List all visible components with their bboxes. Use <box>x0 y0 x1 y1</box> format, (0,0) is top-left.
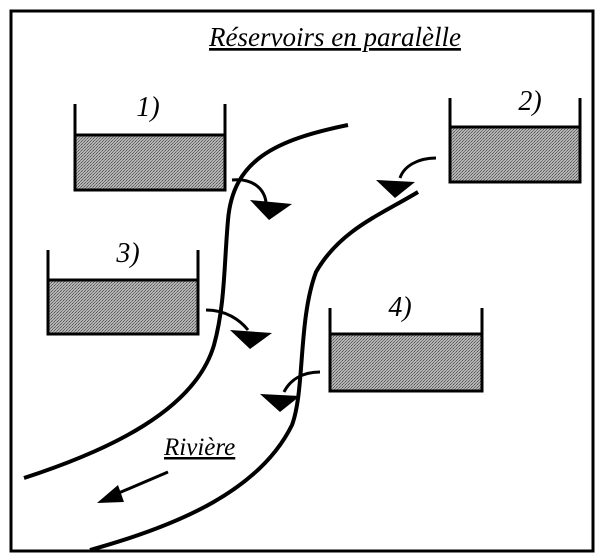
arrow-stem <box>282 370 321 393</box>
arrow-head <box>376 180 415 198</box>
outflow-arrow-2 <box>376 156 437 198</box>
reservoir-tank <box>73 104 227 192</box>
reservoir-3: 3) <box>46 238 200 336</box>
reservoir-water <box>450 127 580 181</box>
arrow-stem <box>231 178 268 203</box>
reservoir-label: 2) <box>518 86 541 117</box>
arrow-stem <box>398 156 437 179</box>
outflow-arrow-1 <box>231 178 292 220</box>
reservoir-water <box>330 334 482 390</box>
flow-direction-arrow <box>97 470 169 503</box>
reservoir-label: 3) <box>115 238 139 269</box>
outflow-arrow-3 <box>205 308 272 349</box>
reservoir-tank <box>448 98 582 184</box>
river-bank-left <box>23 123 349 480</box>
arrow-head <box>260 394 300 412</box>
reservoir-water <box>75 135 225 189</box>
reservoir-tank <box>46 250 200 336</box>
arrow-stem <box>205 308 250 331</box>
reservoir-tank <box>328 308 484 393</box>
diagram-frame <box>9 9 595 553</box>
reservoir-2: 2) <box>448 86 582 184</box>
river-bank-right <box>89 190 420 552</box>
reservoir-label: 4) <box>388 292 411 323</box>
reservoir-water <box>48 280 198 334</box>
diagram-title: Réservoirs en paralèlle <box>208 22 461 52</box>
reservoir-4: 4) <box>328 292 484 393</box>
reservoir-label: 1) <box>136 92 159 123</box>
river-label: Rivière <box>163 434 235 461</box>
reservoir-1: 1) <box>73 92 227 192</box>
arrow-stem <box>113 470 169 497</box>
arrow-head <box>97 485 124 503</box>
outflow-arrow-4 <box>260 370 321 412</box>
arrow-head <box>250 200 292 220</box>
arrow-head <box>230 330 272 349</box>
